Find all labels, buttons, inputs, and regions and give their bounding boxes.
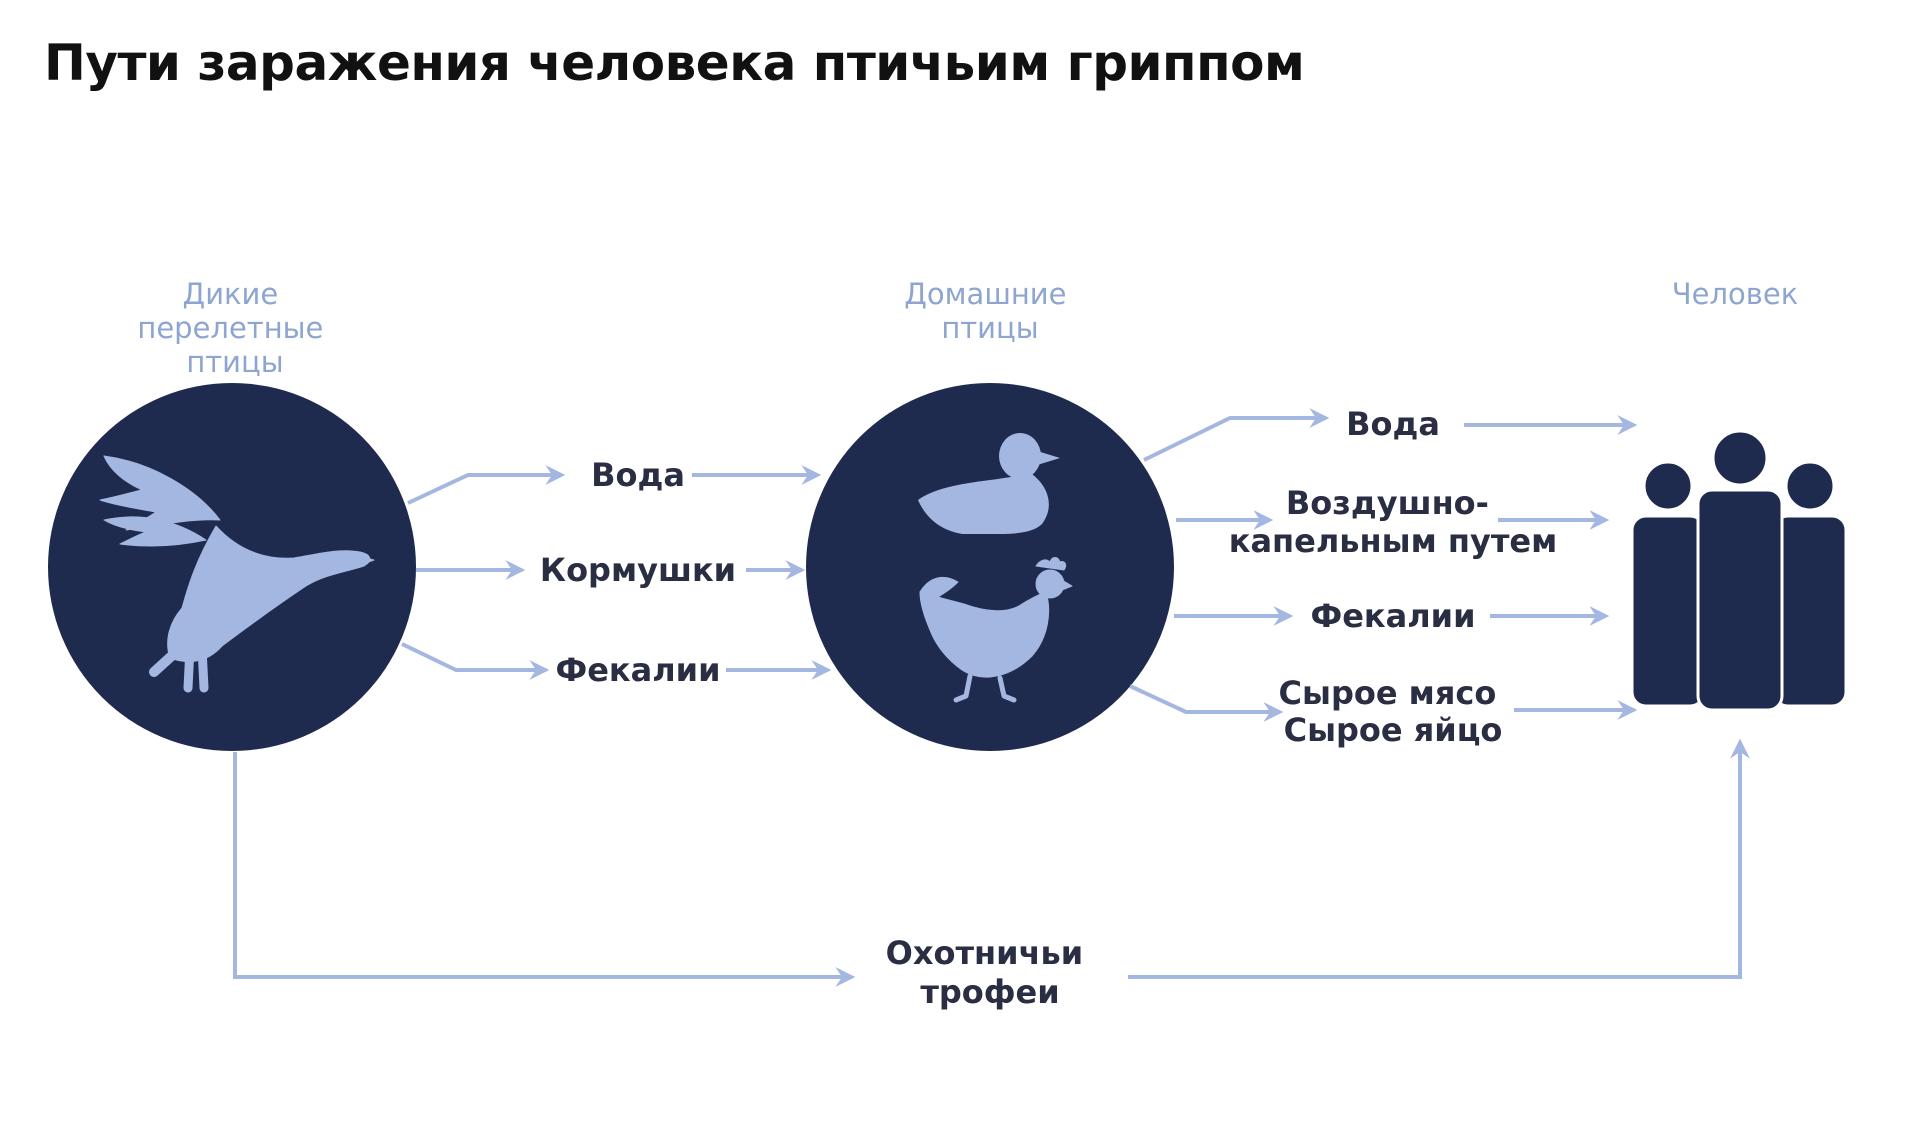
wild-birds-node [48,383,416,751]
route-label-wild-voda: Вода [591,456,685,494]
poultry-node [806,383,1174,751]
route-label-poultry-voda: Вода [1346,405,1440,443]
flying-goose-icon [99,455,375,693]
route-label-poultry-airborne: Воздушно- капельным путем [1229,484,1558,560]
people-group-icon [1630,429,1848,712]
arrow-hunting-in [233,752,856,987]
arrow-poultry-voda-in [1143,408,1330,462]
route-label-wild-kormushki: Кормушки [540,551,736,589]
arrow-wild-voda-in [407,465,566,505]
poultry-circle [806,383,1174,751]
human-label: Человек [1672,277,1798,311]
arrow-poultry-raw-in [1129,684,1284,722]
wild-birds-label: Дикие перелетные птицы [137,277,332,379]
route-label-hunting: Охотничьи трофеи [886,934,1095,1011]
route-label-wild-fekalii: Фекалии [555,651,720,689]
duck-icon [918,433,1060,534]
arrow-wild-fekalii-in [401,642,550,680]
page-title: Пути заражения человека птичьим гриппом [44,34,1305,92]
chicken-icon [919,557,1073,703]
arrow-hunting-out [1128,738,1750,979]
poultry-label: Домашние птицы [904,277,1075,345]
route-label-poultry-fekalii: Фекалии [1310,597,1475,635]
route-label-poultry-raw: Сырое мясо Сырое яйцо [1279,674,1508,749]
